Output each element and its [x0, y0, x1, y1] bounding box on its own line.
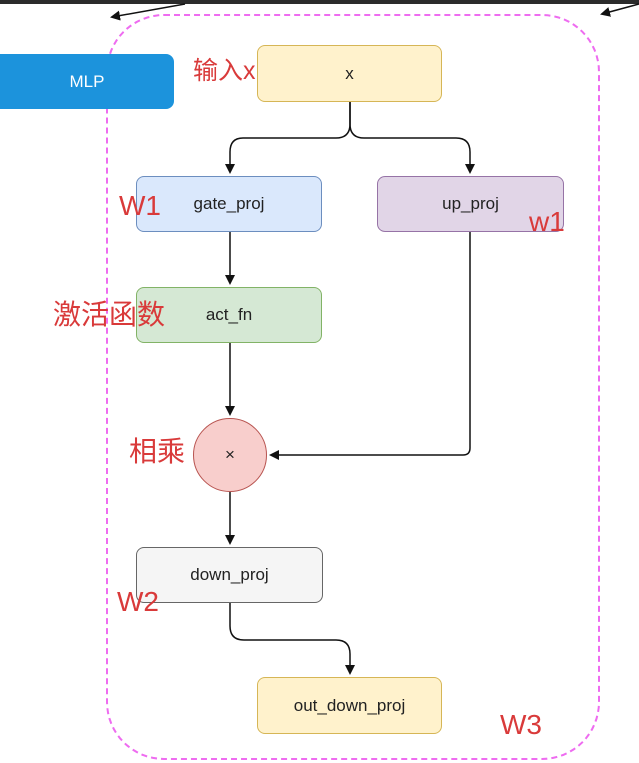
annotation-activation: 激活函数 [53, 299, 166, 330]
edge-x-to-up [349, 102, 475, 174]
annotation-w3: W3 [500, 709, 542, 740]
node-act-fn[interactable]: act_fn [136, 287, 322, 343]
node-down-proj-label: down_proj [190, 565, 269, 584]
node-out-down-proj[interactable]: out_down_proj [257, 677, 442, 734]
node-gate-proj[interactable]: gate_proj [136, 176, 322, 232]
edge-x-to-gate [225, 102, 351, 174]
node-up-proj[interactable]: up_proj [377, 176, 564, 232]
incoming-edge-left [110, 3, 186, 21]
annotation-w1-up: w1 [529, 206, 565, 237]
node-gate-proj-label: gate_proj [193, 194, 265, 213]
node-x-input[interactable]: x [257, 45, 442, 102]
annotation-input: 输入x [193, 57, 256, 85]
node-multiply[interactable]: × [193, 418, 267, 492]
node-out-down-proj-label: out_down_proj [293, 695, 406, 715]
incoming-edge-right [600, 3, 639, 17]
mlp-group-container [106, 14, 600, 760]
annotation-multiply: 相乘 [129, 436, 186, 467]
annotation-w2: W2 [117, 586, 159, 617]
node-multiply-label: × [225, 445, 235, 464]
edge-up-to-mul [269, 232, 471, 460]
node-act-fn-label: act_fn [205, 305, 253, 324]
node-x-label: x [345, 63, 354, 83]
mlp-group-tab[interactable]: MLP [0, 54, 174, 109]
node-down-proj[interactable]: down_proj [136, 547, 323, 603]
annotation-w1-gate: W1 [119, 190, 161, 221]
node-up-proj-label: up_proj [442, 194, 499, 213]
edge-down-to-out [229, 603, 355, 675]
mlp-group-label: MLP [69, 71, 105, 91]
top-border-bar [0, 0, 639, 4]
